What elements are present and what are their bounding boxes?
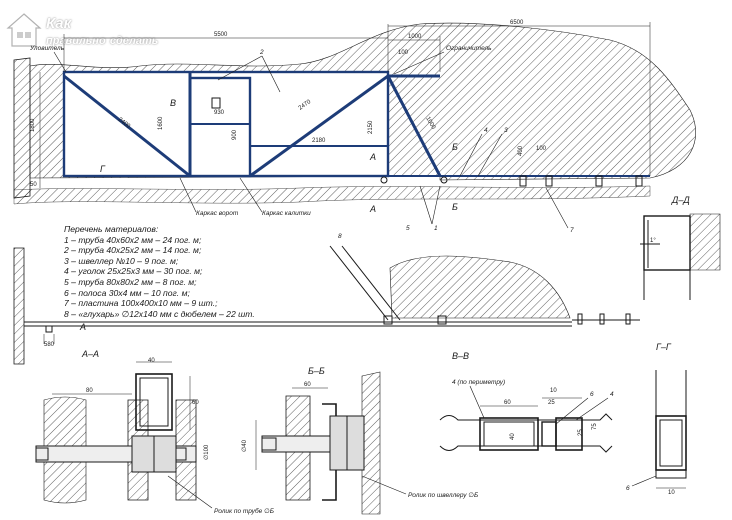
plan-view: 8 580 А–А А	[13, 233, 640, 365]
dim-2180: 2180	[312, 138, 326, 144]
plan-fence-region	[389, 255, 571, 319]
dim-80-aa: 80	[86, 388, 93, 394]
section-bb-title: Б–Б	[308, 366, 325, 376]
material-item-7: 7 – пластина 100х400х10 мм – 9 шт.;	[64, 298, 218, 309]
callout-3: 3	[504, 127, 508, 134]
roller-1	[380, 176, 388, 184]
material-item-2: 2 – труба 40х25х2 мм – 14 пог. м;	[64, 245, 202, 256]
gate-diagonal-3	[386, 75, 442, 177]
dim-10-gg: 10	[668, 490, 675, 496]
marker-b: Б	[452, 142, 458, 152]
callout-8: 8	[338, 233, 342, 240]
label-catcher: Уловитель	[29, 45, 65, 52]
material-item-3: 3 – швеллер №10 – 9 пог. м;	[64, 255, 179, 266]
section-gg-detail: Г–Г 10 6	[626, 342, 687, 496]
material-item-5: 5 – труба 80х80х2 мм – 8 пог. м;	[64, 276, 197, 287]
roller-2	[440, 176, 448, 184]
callout-7: 7	[570, 227, 574, 234]
gate-diagonal-2	[249, 74, 389, 178]
dim-1000: 1000	[408, 34, 422, 40]
section-bb-detail: Б–Б ∅40 60 Ролик по швеллеру ∅Б	[241, 366, 478, 515]
marker-a: А	[369, 152, 376, 162]
left-pillar	[13, 57, 31, 199]
section-vv-detail: В–В 60 25 10 40 75 25 4 (по периметру) 6…	[439, 351, 614, 453]
dim-100: 100	[398, 50, 409, 56]
dim-1800: 1800	[30, 118, 36, 132]
wicket-frame	[188, 76, 252, 178]
callout-6-vv: 6	[590, 391, 594, 398]
dim-50: 50	[30, 182, 37, 188]
house-icon	[6, 13, 42, 47]
material-item-8: 8 – «глухарь» ∅12х140 мм с дюбелем – 22 …	[64, 308, 255, 319]
dim-60-aa: 60	[192, 400, 199, 406]
plate-2	[595, 175, 603, 187]
plan-pillar	[13, 247, 25, 365]
material-item-4: 4 – уголок 25х25х3 мм – 30 пог. м;	[64, 266, 203, 277]
dim-580: 580	[44, 342, 55, 348]
plate-3	[635, 175, 643, 187]
dim-60-bb: 60	[304, 382, 311, 388]
marker-a-plan: А	[79, 322, 86, 332]
material-item-1: 1 – труба 40х60х2 мм – 24 пог. м;	[64, 234, 202, 245]
section-aa-title: А–А	[81, 349, 99, 359]
section-dd-title: Д–Д	[671, 195, 690, 205]
label-roller-pipe: Ролик по трубе ∅Б	[214, 507, 274, 515]
section-vv-title: В–В	[452, 351, 469, 361]
dim-1deg: 1°	[650, 238, 656, 244]
section-gg-title: Г–Г	[656, 342, 672, 352]
dim-5500: 5500	[214, 32, 228, 38]
dim-40-bb: ∅40	[241, 439, 248, 452]
dim-25-vv: 25	[548, 400, 555, 406]
dim-40-vv: 40	[510, 433, 516, 440]
dim-25-vv-b: 25	[578, 429, 584, 436]
label-gate-frame: Каркас ворот	[196, 210, 239, 217]
dim-930: 930	[214, 110, 225, 116]
dim-100b: 100	[536, 146, 547, 152]
marker-g: Г	[100, 164, 106, 174]
dim-1600: 1600	[158, 116, 164, 130]
plate-1	[519, 175, 527, 187]
callout-6-gg: 6	[626, 485, 630, 492]
marker-a-bottom: А	[369, 204, 376, 214]
dim-900: 900	[232, 129, 238, 140]
label-perimeter: 4 (по периметру)	[452, 379, 505, 386]
logo-line-1: Как	[46, 15, 72, 32]
callout-4-vv: 4	[610, 391, 614, 398]
callout-2: 2	[259, 49, 264, 56]
label-roller-channel: Ролик по швеллеру ∅Б	[408, 492, 478, 499]
gate-diagonal-1	[63, 74, 191, 178]
dim-400: 400	[518, 145, 524, 156]
dim-2150: 2150	[368, 120, 374, 134]
materials-title: Перечень материалов:	[64, 224, 159, 234]
marker-b-bottom: Б	[452, 202, 458, 212]
marker-v: В	[170, 98, 176, 108]
label-limiter: Ограничитель	[446, 45, 492, 52]
plate-4	[545, 175, 553, 187]
dim-40-aa: 40	[148, 358, 155, 364]
dim-10-vv: 10	[550, 388, 557, 394]
callout-1: 1	[434, 225, 438, 232]
dim-6500: 6500	[510, 20, 524, 26]
callout-5: 5	[406, 225, 410, 232]
wicket-lock	[211, 97, 221, 109]
ground-strip	[13, 185, 651, 205]
section-aa-detail: 40 80 60 ∅100 Ролик по трубе ∅Б	[35, 358, 274, 515]
label-wicket-frame: Каркас калитки	[262, 210, 311, 217]
materials-list: Перечень материалов: 1 – труба 40х60х2 м…	[64, 224, 304, 319]
dim-60-vv: 60	[504, 400, 511, 406]
main-elevation: 5500 6500 1000 100 1800 50 2 400 1600 930…	[13, 20, 696, 234]
callout-4: 4	[484, 127, 488, 134]
dim-75-vv: 75	[592, 423, 598, 430]
section-dd: Д–Д 1°	[640, 195, 721, 300]
dim-100-aa: ∅100	[203, 444, 210, 460]
site-logo: Как правильно сделать	[6, 8, 176, 54]
material-item-6: 6 – полоса 30х4 мм – 10 пог. м;	[64, 287, 190, 298]
